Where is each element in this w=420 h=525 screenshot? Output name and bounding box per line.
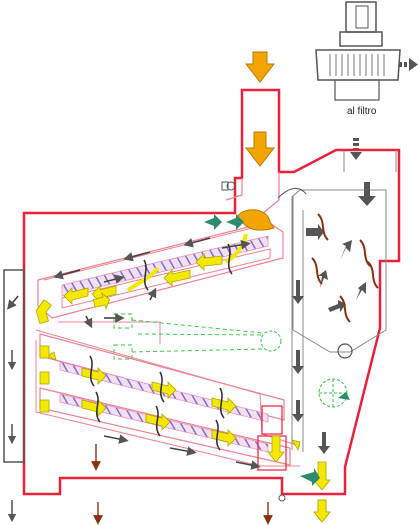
settling-chamber	[291, 150, 397, 452]
dust-aspiration-arrows	[204, 214, 350, 486]
fan-outlet-label: al filtro	[347, 106, 377, 117]
air-flow-arrows	[7, 237, 261, 470]
machine-casing	[22, 88, 401, 496]
dust-particle-paths	[311, 213, 379, 323]
settling-chamber-arrows	[292, 182, 376, 454]
air-outlet-arrow-icon	[399, 58, 418, 71]
drive-pulley	[221, 181, 307, 199]
rotary-valve	[337, 343, 353, 359]
side-panel	[3, 269, 25, 463]
cyclone-separator	[318, 378, 348, 408]
feed-inlet-arrow-icon	[235, 51, 276, 231]
fan-outline-dashed	[260, 330, 282, 352]
discharge-arrows	[7, 350, 273, 525]
exhaust-fan	[315, 1, 418, 101]
clean-product-outlet-arrow-icon	[313, 499, 331, 523]
green-dashed-guides	[113, 313, 263, 360]
